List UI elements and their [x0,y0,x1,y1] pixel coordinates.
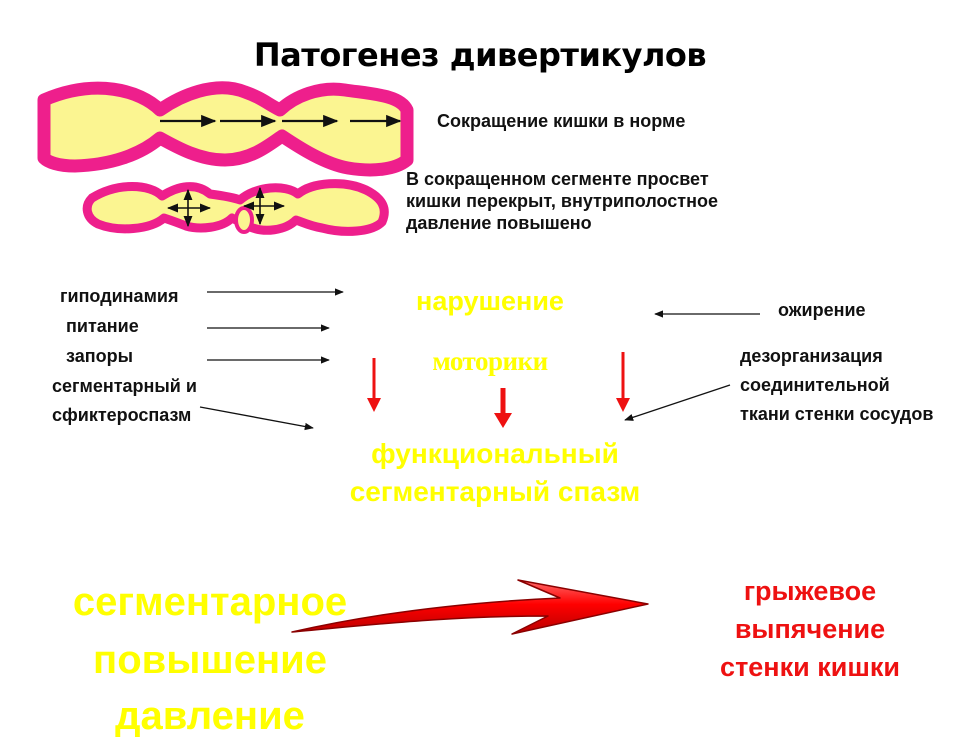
arrow-connective-tissue [624,384,731,421]
red-down-arrow-left [367,358,381,412]
segmental-pressure-line-3: давление [115,694,305,738]
normal-bowel-illustration [37,81,414,177]
factor-sphincterospasm: сфиктероспазм [52,405,192,425]
contracted-segment-line-3: давление повышено [406,213,592,233]
normal-contraction-label: Сокращение кишки в норме [437,111,686,131]
segmental-pressure-line-1: сегментарное [72,580,348,624]
big-red-arrow [291,579,649,635]
connective-tissue-line-1: дезорганизация [740,346,883,366]
red-down-arrow-right [616,352,630,412]
page-title: Патогенез дивертикулов [253,36,707,74]
diagram-canvas [37,81,760,635]
contracted-segment-line-1: В сокращенном сегменте просвет [406,169,709,189]
factor-segmental: сегментарный и [52,376,197,396]
connective-tissue-line-3: ткани стенки сосудов [740,404,934,424]
hernia-line-3: стенки кишки [720,652,900,682]
connective-tissue-line-2: соединительной [740,375,890,395]
factor-nutrition: питание [66,316,139,336]
contracted-bowel-illustration [82,179,389,236]
factor-obesity: ожирение [778,300,866,320]
hernia-line-2: выпячение [734,614,886,644]
functional-spasm-line-1: функциональный [371,438,619,469]
motility-disorder-line-1: нарушение [416,286,564,316]
red-down-arrow-center [494,388,512,428]
hernia-line-1: грыжевое [743,576,877,606]
arrow-sphincterospasm [199,406,314,431]
functional-spasm-line-2: сегментарный спазм [349,476,641,507]
factor-constipation: запоры [66,346,133,366]
segmental-pressure-line-2: повышение [93,638,327,682]
factor-hypodynamia: гиподинамия [60,286,179,306]
motility-disorder-line-2: моторики [432,346,548,376]
contracted-segment-line-2: кишки перекрыт, внутриполостное [406,191,719,211]
